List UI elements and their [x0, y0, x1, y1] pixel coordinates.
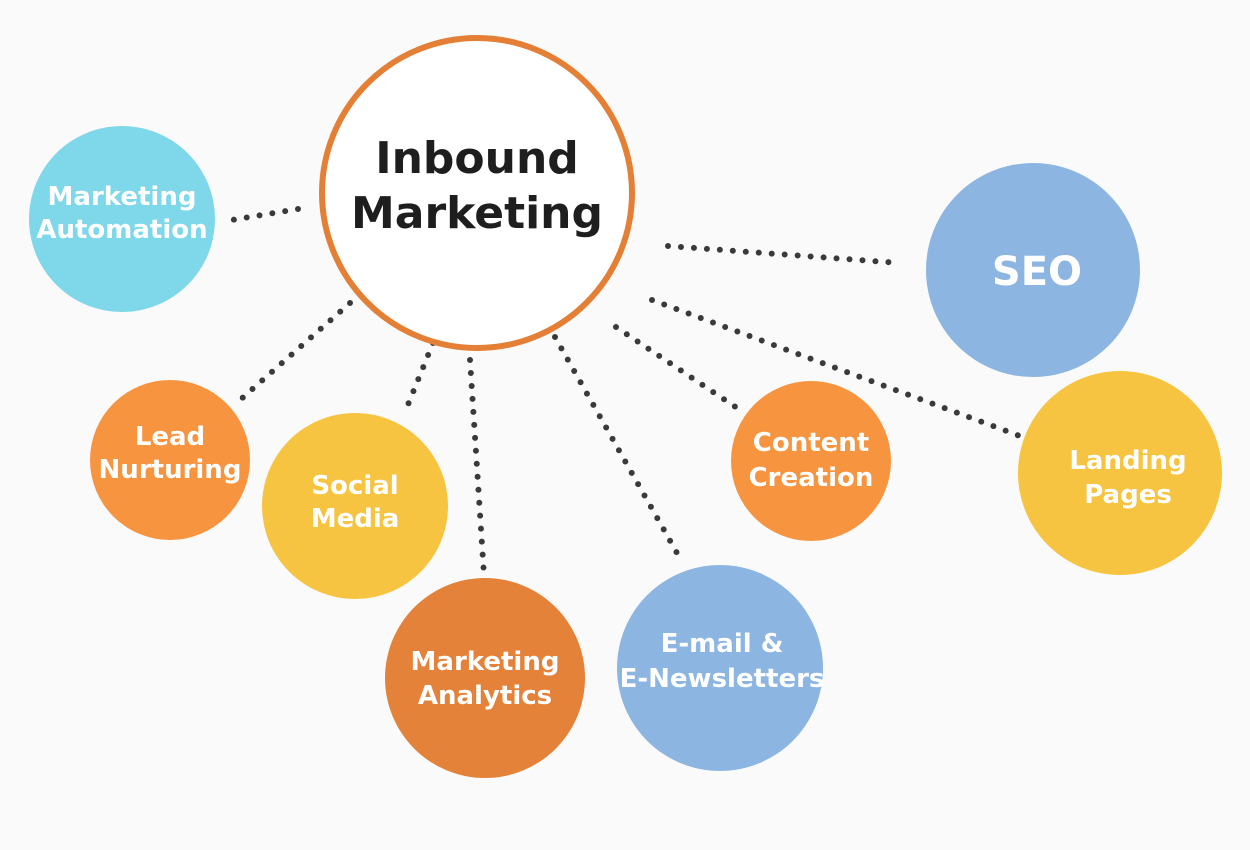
node-circle — [731, 381, 891, 541]
node-label-line2: Nurturing — [99, 455, 242, 485]
node-label-line1: SEO — [992, 249, 1082, 295]
node-label-line1: Marketing — [48, 182, 197, 212]
connector-lead-nurturing — [237, 300, 353, 403]
node-seo: SEO — [926, 163, 1140, 377]
hub-circle — [319, 35, 635, 351]
node-email-newsletters: E-mail & E-Newsletters — [617, 565, 824, 771]
node-circle — [90, 380, 250, 540]
node-circle — [926, 163, 1140, 377]
connector-landing-pages — [649, 297, 1023, 439]
node-content-creation: Content Creation — [731, 381, 891, 541]
hub-title-line2: Marketing — [351, 188, 603, 239]
connector-content-creation — [613, 324, 743, 413]
node-label-line2: Pages — [1084, 480, 1172, 510]
hub-title-line1: Inbound — [375, 133, 579, 184]
connector-social-media — [402, 340, 436, 415]
node-circle — [29, 126, 215, 312]
node-circle — [617, 565, 823, 771]
connector-marketing-analytics — [467, 357, 487, 578]
node-label-line2: Creation — [749, 463, 874, 493]
node-label-line2: Media — [311, 504, 400, 534]
hub: Inbound Marketing — [319, 35, 635, 351]
node-label-line1: E-mail & — [661, 629, 784, 659]
connector-seo — [665, 243, 903, 266]
node-lead-nurturing: Lead Nurturing — [90, 380, 250, 540]
node-label-line1: Social — [311, 471, 398, 501]
node-label-line1: Marketing — [411, 647, 560, 677]
connector-email-newsletters — [552, 334, 680, 556]
node-circle — [262, 413, 448, 599]
node-marketing-analytics: Marketing Analytics — [385, 578, 585, 778]
node-social-media: Social Media — [262, 413, 448, 599]
node-label-line1: Landing — [1069, 446, 1186, 476]
node-label-line2: Analytics — [418, 681, 552, 711]
node-marketing-automation: Marketing Automation — [29, 126, 215, 312]
node-label-line2: E-Newsletters — [620, 664, 825, 694]
node-landing-pages: Landing Pages — [1018, 371, 1222, 575]
node-circle — [385, 578, 585, 778]
node-circle — [1018, 371, 1222, 575]
node-label-line2: Automation — [36, 215, 207, 245]
connectors — [223, 206, 1023, 578]
node-label-line1: Lead — [135, 422, 205, 452]
connector-marketing-automation — [223, 206, 301, 224]
node-label-line1: Content — [753, 428, 869, 458]
